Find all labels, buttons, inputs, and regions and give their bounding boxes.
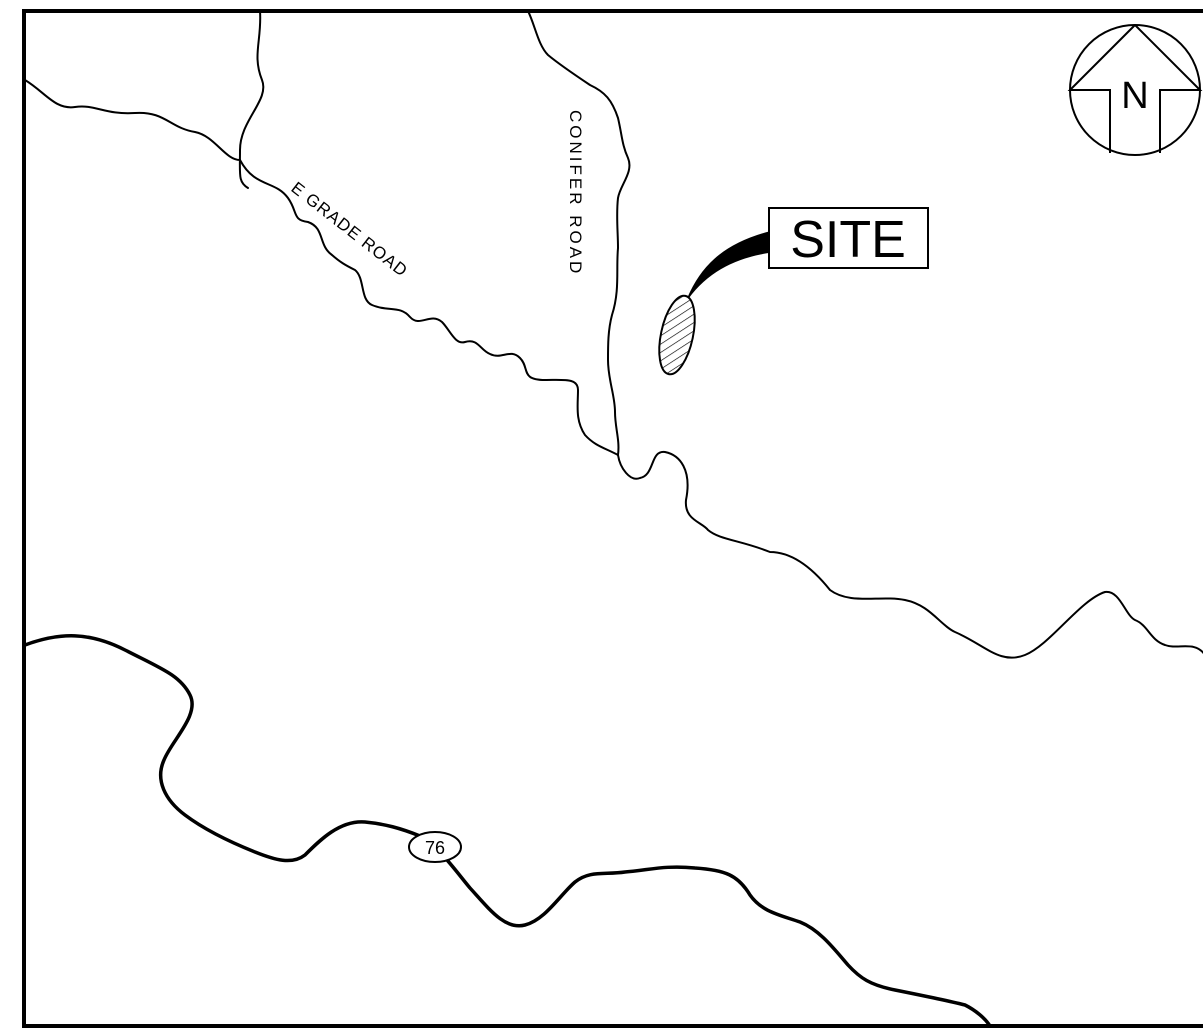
road-label-conifer: CONIFER ROAD (566, 110, 585, 276)
road-e-grade-east (617, 450, 1203, 659)
north-arrow-icon: N (1067, 24, 1203, 156)
site-marker: SITE (658, 207, 929, 376)
site-label: SITE (790, 211, 906, 269)
highway-shield-label: 76 (425, 838, 445, 858)
highway-76 (23, 634, 992, 1028)
highway-shield-76: 76 (408, 831, 462, 863)
road-e-grade (239, 159, 619, 456)
north-label: N (1121, 75, 1148, 117)
road-label-e-grade: E GRADE ROAD (288, 178, 412, 281)
site-label-box (768, 207, 929, 269)
road-west-branch (238, 10, 265, 189)
site-pointer (687, 231, 771, 299)
road-northwest (24, 79, 241, 161)
map-frame (22, 9, 1203, 1028)
site-area (658, 294, 696, 376)
road-conifer (527, 10, 631, 456)
